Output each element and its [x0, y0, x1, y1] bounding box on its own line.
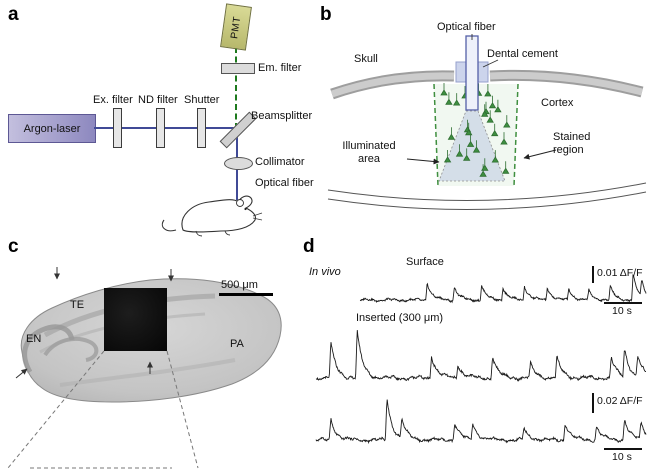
- trace-inserted-1: [315, 330, 646, 382]
- panel-d-letter: d: [303, 236, 315, 257]
- calcium-traces: [315, 274, 647, 445]
- dental-cement-label: Dental cement: [487, 48, 558, 60]
- amplitude-scalebar-1-label: 0.01 ΔF/F: [597, 267, 643, 279]
- mouse-illustration: [161, 195, 263, 237]
- cortex-label: Cortex: [541, 97, 574, 109]
- inserted-trace-label: Inserted (300 μm): [356, 312, 444, 324]
- emission-filter: [221, 63, 255, 74]
- time-scalebar-1: [604, 302, 642, 304]
- nd-filter: [156, 108, 165, 148]
- panel-a-letter: a: [8, 4, 19, 25]
- collimator-label: Collimator: [255, 156, 305, 168]
- trace-surface: [359, 274, 647, 304]
- emission-beam-line: [235, 47, 237, 129]
- scale-bar-label: 500 μm: [221, 279, 258, 291]
- skull-label: Skull: [354, 53, 378, 65]
- excitation-filter: [113, 108, 122, 148]
- region-te-label: TE: [70, 299, 85, 311]
- amplitude-scalebar-1: [592, 266, 594, 283]
- stained-region-label: Stained region: [553, 131, 591, 157]
- imaged-region-square: [104, 288, 167, 351]
- scale-bar-line: [219, 293, 273, 296]
- time-scalebar-1-label: 10 s: [612, 305, 632, 317]
- time-scalebar-2: [604, 448, 642, 450]
- em-filter-label: Em. filter: [258, 62, 302, 74]
- amplitude-scalebar-2-label: 0.02 ΔF/F: [597, 395, 643, 407]
- collimator: [224, 157, 253, 170]
- time-scalebar-2-label: 10 s: [612, 451, 632, 463]
- nd-filter-label: ND filter: [138, 94, 178, 106]
- region-en-label: EN: [26, 333, 42, 345]
- trace-inserted-2: [315, 399, 647, 445]
- neuron-glyphs: [440, 83, 511, 177]
- ex-filter-label: Ex. filter: [93, 94, 133, 106]
- argon-laser-label: Argon-laser: [23, 122, 81, 135]
- optical-fiber-label-b: Optical fiber: [437, 21, 496, 33]
- pmt-detector: PMT: [220, 3, 252, 51]
- panel-b-letter: b: [320, 4, 332, 25]
- optical-fiber-label-a: Optical fiber: [255, 177, 314, 189]
- argon-laser-box: Argon-laser: [8, 114, 96, 143]
- excitation-beam-horizontal: [94, 127, 237, 129]
- shutter-label: Shutter: [184, 94, 220, 106]
- in-vivo-label: In vivo: [309, 266, 341, 278]
- amplitude-scalebar-2: [592, 393, 594, 413]
- pmt-label: PMT: [228, 15, 244, 39]
- beamsplitter-label: Beamsplitter: [251, 110, 313, 122]
- panel-c-letter: c: [8, 236, 19, 257]
- surface-trace-label: Surface: [406, 256, 444, 268]
- illuminated-area-label: Illuminated area: [342, 140, 396, 166]
- shutter: [197, 108, 206, 148]
- region-pa-label: PA: [230, 338, 244, 350]
- panel-b-schematic: [327, 34, 647, 210]
